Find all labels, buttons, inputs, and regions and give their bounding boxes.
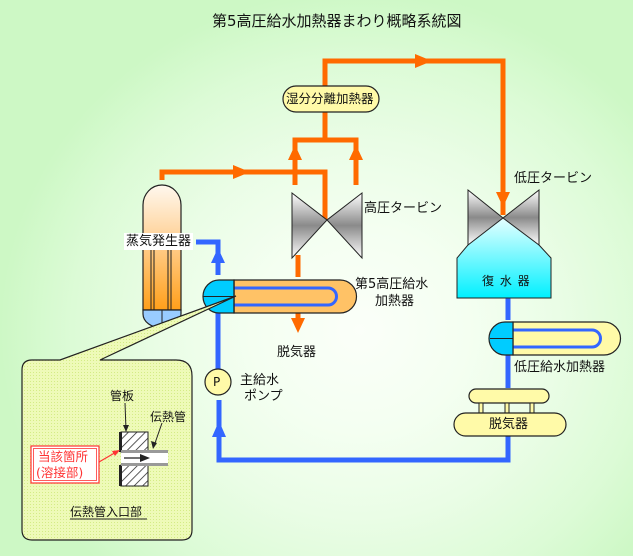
deaerator[interactable] — [453, 388, 567, 437]
arrow-up-icon — [349, 145, 363, 160]
label-weld-part: (溶接部) — [36, 465, 84, 480]
label-to-deaerator: 脱気器 — [277, 345, 317, 360]
steam-line-msh-to-lp-turbine — [322, 58, 506, 215]
hp-feedwater-heater-5[interactable] — [202, 279, 358, 314]
label-deaerator: 脱気器 — [489, 417, 529, 432]
steam-generator[interactable] — [142, 184, 182, 329]
arrow-right-icon — [233, 165, 250, 179]
high-pressure-turbine[interactable] — [291, 191, 363, 260]
tube-sheet-upper — [120, 431, 149, 453]
label-main-pump-line2: ポンプ — [244, 389, 283, 404]
label-hp-heater-5-line2: 加熱器 — [375, 294, 415, 309]
arrow-down-icon — [291, 318, 305, 333]
flow-arrow-icon — [140, 454, 150, 462]
page-title: 第5高圧給水加熱器まわり概略系統図 — [212, 12, 462, 30]
low-pressure-turbine[interactable] — [467, 188, 540, 247]
label-hp-heater-5-line1: 第5高圧給水 — [355, 277, 429, 292]
arrow-down-icon — [496, 192, 510, 207]
moisture-separator-heater[interactable] — [282, 85, 380, 113]
label-tube-sheet: 管板 — [110, 389, 135, 403]
weld-line — [119, 432, 122, 452]
label-heat-tube: 伝熱管 — [150, 410, 187, 424]
main-feedwater-pump[interactable] — [204, 368, 232, 396]
label-steam-generator: 蒸気発生器 — [124, 233, 194, 250]
label-target-location: 当該箇所 — [38, 449, 89, 464]
water-line-heater-to-sg — [196, 239, 221, 275]
label-hp-turbine: 高圧タービン — [364, 201, 443, 216]
label-main-pump-line1: 主給水 — [240, 373, 280, 388]
steam-arrows — [233, 54, 510, 333]
detail-callout — [21, 295, 237, 541]
label-tube-inlet-caption: 伝熱管入口部 — [70, 505, 143, 519]
arrow-up-icon — [211, 248, 225, 263]
label-lp-turbine: 低圧タービン — [514, 171, 593, 186]
arrow-right-icon — [415, 54, 432, 68]
target-location-box — [30, 445, 100, 484]
weld-line — [119, 465, 122, 486]
label-lp-heater: 低圧給水加熱器 — [514, 360, 606, 375]
label-moisture-separator-heater: 湿分分離加熱器 — [286, 91, 374, 106]
lp-feedwater-heater[interactable] — [488, 321, 622, 356]
tube-sheet-lower — [120, 464, 149, 487]
arrow-up-icon — [288, 145, 302, 160]
label-condenser: 復 水 器 — [482, 274, 531, 288]
pump-symbol: P — [213, 375, 221, 389]
water-arrows — [211, 248, 226, 437]
arrow-up-icon — [212, 421, 226, 437]
